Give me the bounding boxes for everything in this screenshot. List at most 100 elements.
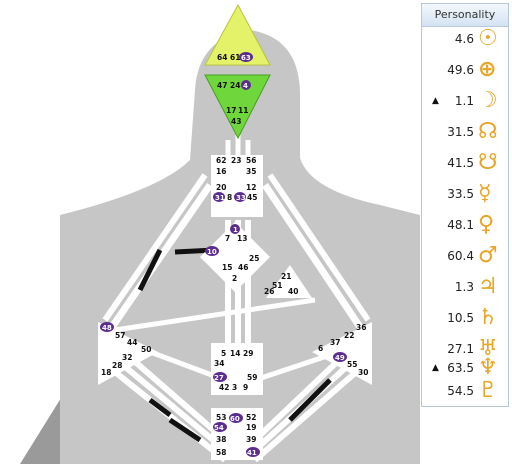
- row-value: 10.5: [447, 311, 474, 325]
- g-center: [200, 222, 270, 292]
- heart-center: [266, 265, 312, 298]
- personality-row-mars: 60.4 ♂: [422, 243, 508, 269]
- saturn-icon: ♄: [478, 305, 498, 330]
- personality-row-neptune: ▲ 63.5 ♆: [422, 355, 508, 381]
- gate-6: 6: [318, 344, 323, 353]
- gate-39: 39: [246, 435, 256, 444]
- uranus-icon: ♅: [478, 336, 498, 361]
- throat-center: [211, 155, 263, 217]
- gate-43: 43: [231, 117, 241, 126]
- row-value: 31.5: [447, 125, 474, 139]
- gate-14: 14: [230, 349, 240, 358]
- sun-icon: ☉: [478, 26, 498, 51]
- gate-54: 54: [214, 424, 224, 432]
- row-value: 27.1: [447, 342, 474, 356]
- row-value: 1.1: [454, 94, 474, 108]
- personality-row-sun: 4.6 ☉: [422, 26, 508, 52]
- row-value: 54.5: [447, 384, 474, 398]
- gate-64: 64: [217, 53, 227, 62]
- pluto-icon: ♇: [478, 378, 498, 403]
- gate-61: 61: [230, 53, 240, 62]
- gate-59: 59: [247, 373, 257, 382]
- gate-9: 9: [243, 383, 248, 392]
- row-value: 49.6: [447, 63, 474, 77]
- gate-17: 17: [226, 106, 236, 115]
- gate-47: 47: [217, 81, 227, 90]
- jupiter-icon: ♃: [478, 274, 498, 299]
- gate-19: 19: [246, 423, 256, 432]
- gate-28: 28: [112, 361, 122, 370]
- gate-23: 23: [231, 156, 241, 165]
- gate-32: 32: [122, 353, 132, 362]
- gate-46: 46: [238, 263, 248, 272]
- gate-45: 45: [247, 193, 257, 202]
- gate-4: 4: [243, 82, 248, 90]
- gate-56: 56: [246, 156, 256, 165]
- gate-18: 18: [101, 368, 111, 377]
- gate-12: 12: [246, 183, 256, 192]
- personality-row-pluto: 54.5 ♇: [422, 378, 508, 404]
- personality-row-earth: 49.6 ⊕: [422, 57, 508, 83]
- row-value: 41.5: [447, 156, 474, 170]
- gate-30: 30: [358, 368, 368, 377]
- gate-58: 58: [216, 448, 226, 457]
- gate-13: 13: [237, 234, 247, 243]
- gate-16: 16: [216, 167, 226, 176]
- gate-5: 5: [221, 349, 226, 358]
- row-value: 63.5: [447, 361, 474, 375]
- gate-52: 52: [246, 413, 256, 422]
- gate-11: 11: [238, 106, 248, 115]
- gate-31: 31: [215, 194, 225, 202]
- south-node-icon: ☋: [478, 150, 498, 175]
- gate-62: 62: [216, 156, 226, 165]
- sacral-center: [211, 343, 263, 395]
- personality-row-mercury: 33.5 ☿: [422, 181, 508, 207]
- personality-row-south-node: 41.5 ☋: [422, 150, 508, 176]
- venus-icon: ♀: [478, 212, 495, 237]
- moon-icon: ☽: [478, 88, 498, 113]
- personality-row-saturn: 10.5 ♄: [422, 305, 508, 331]
- gate-21: 21: [281, 272, 291, 281]
- gate-15: 15: [222, 263, 232, 272]
- personality-row-north-node: 31.5 ☊: [422, 119, 508, 145]
- mercury-icon: ☿: [478, 181, 492, 206]
- head-center: [204, 3, 271, 66]
- row-mark: ▲: [432, 363, 439, 373]
- gate-26: 26: [264, 287, 274, 296]
- gate-37: 37: [330, 338, 340, 347]
- gate-42: 42: [219, 383, 229, 392]
- gate-8: 8: [227, 193, 232, 202]
- gate-60: 60: [230, 415, 240, 423]
- gate-33: 33: [236, 194, 246, 202]
- gate-27: 27: [214, 374, 224, 382]
- gate-51: 51: [272, 281, 282, 290]
- row-value: 48.1: [447, 218, 474, 232]
- gate-1: 1: [233, 226, 238, 234]
- row-value: 4.6: [454, 32, 474, 46]
- gate-36: 36: [356, 323, 366, 332]
- row-value: 1.3: [454, 280, 474, 294]
- gate-57: 57: [115, 331, 125, 340]
- gate-44: 44: [127, 338, 137, 347]
- gate-10: 10: [207, 248, 217, 256]
- gate-7: 7: [225, 234, 230, 243]
- gate-29: 29: [243, 349, 253, 358]
- personality-panel: Personality 4.6 ☉ 49.6 ⊕ ▲ 1.1 ☽ 31.5 ☊ …: [421, 3, 509, 407]
- gate-48: 48: [102, 324, 112, 332]
- gate-34: 34: [214, 359, 224, 368]
- ajna-center: [204, 74, 271, 140]
- mars-icon: ♂: [478, 243, 498, 268]
- personality-row-venus: 48.1 ♀: [422, 212, 508, 238]
- gate-40: 40: [288, 287, 298, 296]
- gate-50: 50: [141, 345, 151, 354]
- gate-63: 63: [241, 54, 251, 62]
- gate-20: 20: [216, 183, 226, 192]
- neptune-icon: ♆: [478, 355, 498, 380]
- bodygraph: 64 61 63 47 24 4 17 11 43 62 23 56 16 35…: [20, 3, 420, 464]
- gate-41: 41: [247, 449, 257, 457]
- spleen-center: [98, 322, 158, 385]
- gate-49: 49: [335, 354, 345, 362]
- activation-markers: [100, 52, 347, 457]
- gate-25: 25: [249, 254, 259, 263]
- row-value: 60.4: [447, 249, 474, 263]
